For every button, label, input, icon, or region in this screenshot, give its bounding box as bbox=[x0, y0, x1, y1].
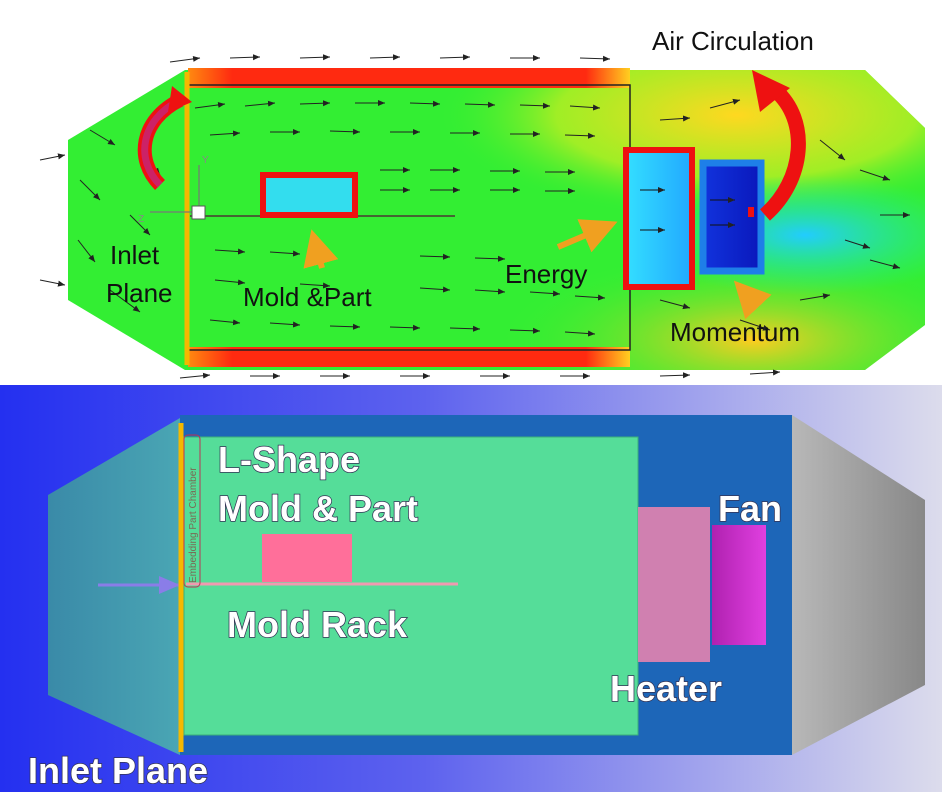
momentum-label: Momentum bbox=[670, 317, 800, 347]
mold-rack-label: Mold Rack bbox=[227, 604, 408, 645]
fan-block bbox=[712, 525, 766, 645]
air-circulation-label: Air Circulation bbox=[652, 26, 814, 56]
cfd-simulation-panel: Y Z Air Circulation Inlet Plane Mold &Pa… bbox=[39, 26, 925, 379]
geometry-model-panel: Embedding Part Chamber L-Shape Mold & Pa… bbox=[0, 385, 942, 792]
hot-wall-top bbox=[188, 68, 630, 88]
air-circulation-arrow bbox=[759, 84, 806, 221]
mold-block bbox=[262, 534, 352, 582]
cyan-wake bbox=[68, 70, 925, 370]
mold-part-region bbox=[263, 175, 355, 215]
hot-wall-bottom bbox=[188, 347, 630, 367]
fan-vectors bbox=[640, 187, 735, 233]
heater-label: Heater bbox=[610, 668, 722, 709]
embedding-chamber-label: Embedding Part Chamber bbox=[188, 467, 199, 583]
pointer-arrows bbox=[303, 219, 772, 320]
embedding-part-chamber bbox=[183, 436, 639, 736]
axis-triad: Y Z bbox=[138, 155, 209, 225]
outlet-cone bbox=[792, 415, 925, 755]
axis-origin-box bbox=[191, 205, 206, 220]
velocity-vectors bbox=[39, 54, 910, 379]
mold-part-label: Mold &Part bbox=[243, 282, 372, 312]
mold-part-highlight-box bbox=[260, 172, 358, 218]
embedding-label-box bbox=[183, 434, 201, 588]
mold-and-part-label: Mold & Part bbox=[218, 488, 418, 529]
plane-label: Plane bbox=[106, 278, 173, 308]
heater-region bbox=[628, 150, 690, 285]
axis-y-label: Y bbox=[202, 155, 209, 166]
heater-block bbox=[638, 507, 710, 662]
inlet-label: Inlet bbox=[110, 240, 160, 270]
axis-z-label: Z bbox=[138, 214, 144, 225]
fan-label: Fan bbox=[718, 488, 782, 529]
energy-highlight-box bbox=[623, 147, 695, 290]
fan-marker bbox=[748, 207, 754, 217]
inlet-plane-label: Inlet Plane bbox=[28, 750, 208, 791]
l-shape-label: L-Shape bbox=[218, 439, 360, 480]
energy-label: Energy bbox=[505, 259, 587, 289]
